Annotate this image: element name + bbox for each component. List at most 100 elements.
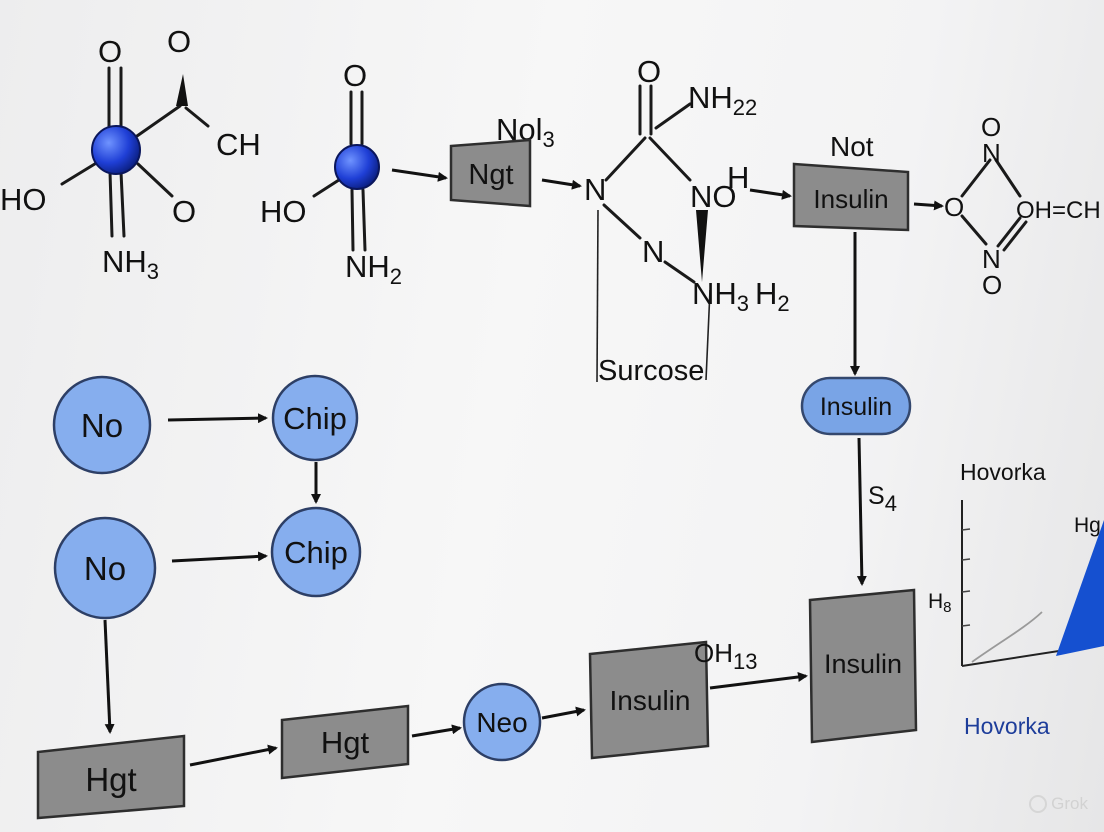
- node-chip-1-label: Chip: [283, 401, 347, 436]
- tick: [961, 558, 971, 561]
- wedge-bond: [176, 74, 188, 106]
- node-neo: Neo: [462, 682, 542, 762]
- inset-blue-area: [1056, 520, 1104, 656]
- atom-ch: CH: [216, 127, 261, 162]
- bond: [960, 214, 988, 246]
- arrow-insulin-mid-to-insulin-big: [709, 672, 808, 690]
- arrow-to-insulin-top: [749, 188, 792, 200]
- bond: [60, 160, 100, 186]
- node-no-1-label: No: [81, 407, 123, 444]
- atom-oh-ch: OH=CH: [1016, 197, 1101, 224]
- arrow-to-molecule-4: [913, 200, 944, 211]
- atom-o-top: O: [637, 54, 661, 89]
- atom-n-top: N: [982, 138, 1001, 168]
- node-chip-2-label: Chip: [284, 535, 348, 570]
- tick: [961, 528, 971, 531]
- box-hgt-1: Hgt: [36, 734, 186, 820]
- arrow-to-ngt: [391, 168, 448, 182]
- bond: [654, 102, 692, 130]
- atom-n-mid: N: [642, 234, 664, 269]
- inset-gray-curve: [971, 611, 1043, 663]
- bond: [648, 136, 692, 182]
- atom-nh2: NH2: [345, 249, 402, 289]
- inset-y-label: H8: [928, 590, 952, 616]
- atom-ho: HO: [0, 182, 47, 217]
- bond: [312, 176, 344, 198]
- atom-sphere: [91, 125, 141, 175]
- watermark: Grok: [1029, 794, 1088, 814]
- box-insulin-big: Insulin: [808, 588, 918, 744]
- box-insulin-top: Insulin: [792, 162, 910, 232]
- node-no-2-label: No: [84, 550, 126, 587]
- bond: [663, 260, 696, 284]
- bond: [960, 158, 992, 198]
- watermark-text: Grok: [1051, 794, 1088, 813]
- atom-o-right: O: [172, 194, 196, 229]
- atom-nh22: NH22: [688, 80, 757, 120]
- atom-no: NO: [690, 179, 737, 214]
- node-no-1: No: [52, 375, 152, 475]
- bond: [350, 188, 355, 252]
- atom-nh3: NH3: [102, 244, 159, 284]
- bond: [108, 170, 114, 238]
- box-hgt-2-label: Hgt: [321, 725, 370, 760]
- arrow-to-molecule-3: [541, 178, 582, 190]
- bond: [361, 188, 367, 252]
- bond: [136, 162, 174, 198]
- bond: [119, 170, 126, 238]
- atom-o-right-top: O: [167, 24, 191, 59]
- box-insulin-mid: Insulin: [588, 640, 710, 760]
- node-chip-1: Chip: [271, 374, 359, 462]
- atom-o-top: O: [343, 58, 367, 93]
- arrow-to-insulin-big: [856, 437, 867, 586]
- bond: [604, 136, 647, 182]
- node-insulin-pill: Insulin: [800, 376, 912, 436]
- bond: [1002, 220, 1028, 252]
- atom-o-top: O: [98, 34, 122, 69]
- bond: [184, 106, 210, 128]
- inset-title: Hovorka: [960, 459, 1046, 485]
- bond: [135, 104, 182, 138]
- node-chip-2: Chip: [270, 506, 362, 598]
- molecule-4: O N O OH=CH N O: [944, 112, 1101, 300]
- atom-o-left: O: [944, 192, 964, 222]
- arrow-neo-to-insulin-mid: [541, 706, 586, 720]
- box-hgt-2: Hgt: [280, 704, 410, 780]
- inset-plot: Hovorka Hg H8 Hovorka: [928, 459, 1104, 739]
- atom-o-top: O: [981, 112, 1001, 142]
- arrow-no2-to-chip2: [171, 551, 268, 563]
- label-not: Not: [830, 131, 874, 162]
- node-insulin-pill-label: Insulin: [820, 393, 892, 421]
- label-s4: S4: [868, 482, 897, 516]
- arrow-hgt1-to-hgt2: [189, 744, 278, 767]
- molecule-2: O HO NH2: [260, 58, 402, 289]
- bond: [994, 158, 1022, 198]
- label-sucrose: Surcose: [598, 355, 704, 387]
- box-ngt-label: Ngt: [468, 159, 513, 191]
- arrow-no2-to-hgt1: [103, 619, 115, 734]
- atom-n-left: N: [584, 172, 606, 207]
- wedge-bond: [696, 210, 708, 282]
- molecule-1: O O CH HO O NH3: [0, 24, 261, 284]
- bond: [602, 203, 642, 240]
- inset-corner-label: Hg: [1074, 514, 1101, 537]
- arrow-no1-to-chip1: [167, 413, 268, 424]
- box-insulin-top-label: Insulin: [813, 184, 888, 214]
- atom-o-bottom: O: [982, 270, 1002, 300]
- box-insulin-big-label: Insulin: [824, 649, 902, 679]
- bracket-left: [596, 209, 599, 383]
- atom-sphere: [334, 144, 380, 190]
- tick: [961, 590, 971, 593]
- atom-ho: HO: [260, 194, 307, 229]
- box-insulin-mid-label: Insulin: [610, 685, 691, 716]
- grok-logo-icon: [1029, 795, 1048, 813]
- tick: [961, 624, 971, 627]
- box-hgt-1-label: Hgt: [85, 761, 136, 798]
- node-neo-label: Neo: [476, 707, 527, 738]
- inset-caption: Hovorka: [964, 713, 1050, 739]
- atom-n-bottom: N: [982, 244, 1001, 274]
- arrow-hgt2-to-neo: [411, 724, 462, 738]
